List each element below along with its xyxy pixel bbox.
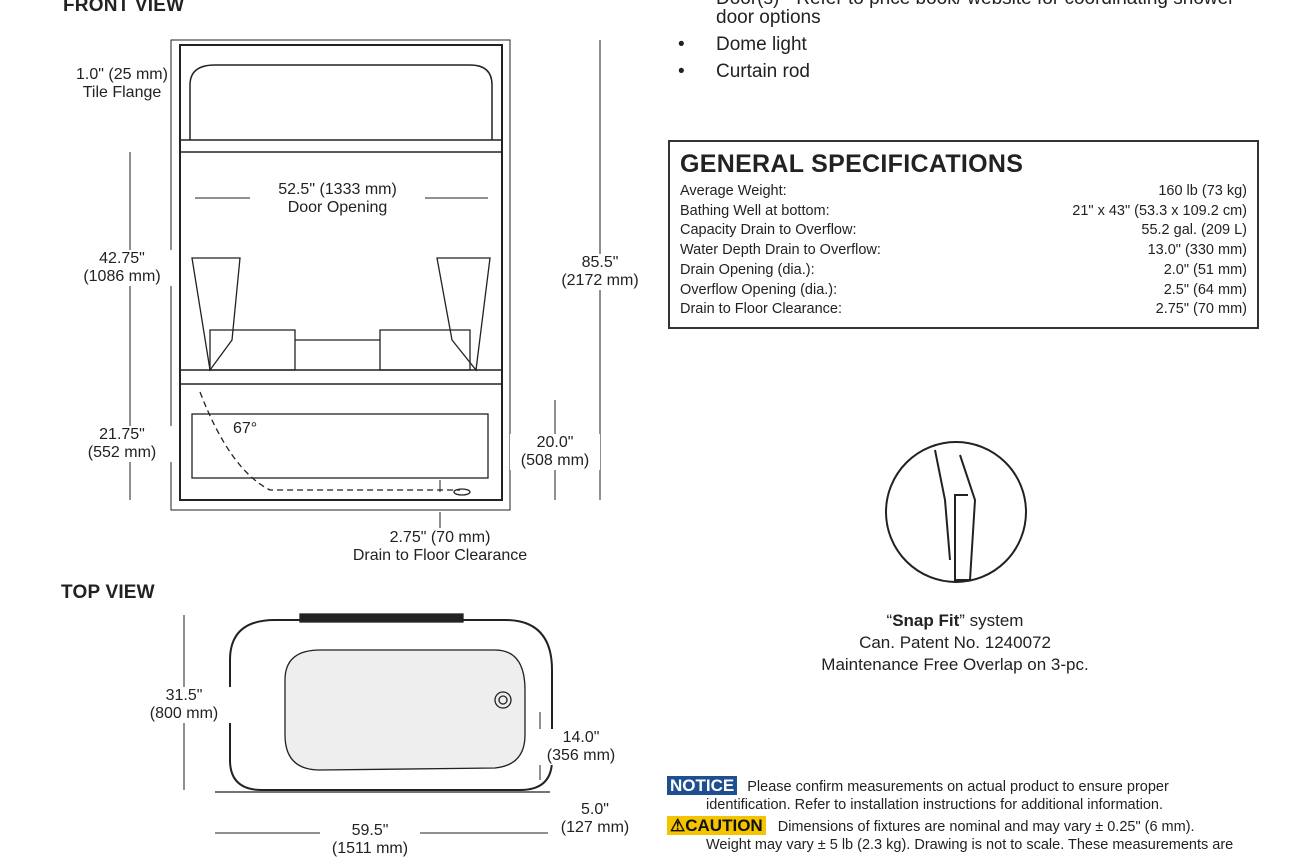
- spec-value: 2.75" (70 mm): [1155, 301, 1247, 318]
- spec-value: 160 lb (73 kg): [1158, 183, 1247, 199]
- dim-metric: (127 mm): [560, 819, 630, 836]
- spec-label: Drain Opening (dia.):: [680, 261, 815, 278]
- spec-value: 2.0" (51 mm): [1163, 261, 1247, 278]
- dim-label: Door Opening: [287, 199, 388, 216]
- dim-value: 14.0": [562, 729, 600, 746]
- caution-label: CAUTION: [685, 816, 763, 835]
- spec-value: 21" x 43" (53.3 x 109.2 cm): [1072, 202, 1247, 219]
- feature-text: Dome light: [716, 34, 807, 55]
- dim-metric: (508 mm): [520, 452, 590, 469]
- caution-text: Dimensions of fixtures are nominal and m…: [777, 819, 1195, 835]
- spec-label: Overflow Opening (dia.):: [680, 281, 838, 298]
- notice-block: NOTICE Please confirm measurements on ac…: [667, 776, 1307, 814]
- spec-label: Capacity Drain to Overflow:: [680, 222, 857, 239]
- snap-fit-description: Maintenance Free Overlap on 3-pc.: [821, 655, 1089, 674]
- dim-metric: (2172 mm): [561, 272, 639, 289]
- bullet-icon: •: [678, 0, 685, 10]
- snap-fit-detail-drawing: [885, 441, 1027, 583]
- snap-fit-title: “Snap Fit” system: [790, 610, 1120, 632]
- dim-value: 85.5": [581, 254, 619, 271]
- spec-row: Drain Opening (dia.): 2.0" (51 mm): [680, 261, 1247, 281]
- bullet-icon: •: [678, 34, 685, 55]
- general-specifications-table: GENERAL SPECIFICATIONS Average Weight: 16…: [668, 140, 1259, 329]
- top-view-drawing: [183, 613, 553, 834]
- dim-label: Tile Flange: [82, 84, 162, 101]
- caution-block: ⚠CAUTION Dimensions of fixtures are nomi…: [667, 816, 1312, 854]
- apron-height-dimension: 20.0" (508 mm): [510, 434, 600, 470]
- spec-value: 2.5" (64 mm): [1163, 281, 1247, 298]
- snap-fit-name: Snap Fit: [892, 611, 960, 630]
- quote: “: [886, 611, 893, 630]
- notice-text-continued: identification. Refer to installation in…: [706, 797, 1163, 813]
- dim-metric: (800 mm): [149, 705, 219, 722]
- dim-metric: (552 mm): [87, 444, 157, 461]
- dim-value: 2.75" (70 mm): [389, 529, 491, 546]
- spec-label: Bathing Well at bottom:: [680, 202, 830, 219]
- spec-row: Water Depth Drain to Overflow: 13.0" (330…: [680, 241, 1247, 261]
- tile-flange-dimension: 1.0" (25 mm) Tile Flange: [58, 66, 186, 102]
- specs-title: GENERAL SPECIFICATIONS: [680, 150, 1024, 178]
- dim-value: 52.5" (1333 mm): [278, 181, 397, 198]
- lower-height-dimension: 21.75" (552 mm): [72, 426, 172, 462]
- caution-badge: ⚠CAUTION: [667, 816, 766, 835]
- spec-value: 13.0" (330 mm): [1147, 242, 1247, 259]
- spec-value: 55.2 gal. (209 L): [1141, 222, 1247, 239]
- feature-text: Curtain rod: [716, 61, 810, 82]
- spec-row: Capacity Drain to Overflow: 55.2 gal. (20…: [680, 221, 1247, 241]
- caution-text-continued: Weight may vary ± 5 lb (2.3 kg). Drawing…: [706, 837, 1234, 853]
- spec-row: Overflow Opening (dia.): 2.5" (64 mm): [680, 281, 1247, 301]
- patent-number: Can. Patent No. 1240072: [859, 633, 1051, 652]
- dim-value: 20.0": [536, 434, 574, 451]
- dim-value: 21.75": [99, 426, 145, 443]
- bottom-offset-dimension: 5.0" (127 mm): [550, 801, 640, 837]
- dim-value: 5.0": [581, 801, 609, 818]
- spec-row: Drain to Floor Clearance: 2.75" (70 mm): [680, 300, 1247, 320]
- dim-label: Drain to Floor Clearance: [352, 547, 528, 564]
- dim-metric: (356 mm): [546, 747, 616, 764]
- spec-label: Water Depth Drain to Overflow:: [680, 242, 881, 259]
- depth-dimension: 31.5" (800 mm): [136, 687, 232, 723]
- spec-row: Bathing Well at bottom: 21" x 43" (53.3 x…: [680, 202, 1247, 222]
- drain-offset-dimension: 14.0" (356 mm): [536, 729, 626, 765]
- total-height-dimension: 85.5" (2172 mm): [550, 254, 650, 290]
- top-view-heading: TOP VIEW: [61, 582, 155, 603]
- spec-label: Drain to Floor Clearance:: [680, 301, 842, 318]
- dim-value: 42.75": [99, 250, 145, 267]
- snap-fit-caption: “Snap Fit” system Can. Patent No. 124007…: [790, 610, 1120, 676]
- feature-item: • Door(s) - Refer to price book/ website …: [678, 0, 1235, 10]
- feature-text: Door(s) - Refer to price book/ website f…: [716, 0, 1235, 9]
- dim-metric: (1511 mm): [331, 840, 409, 857]
- door-opening-dimension: 52.5" (1333 mm) Door Opening: [250, 181, 425, 217]
- notice-badge: NOTICE: [667, 776, 738, 795]
- bullet-icon: •: [678, 61, 685, 82]
- front-view-drawing: [129, 39, 601, 528]
- front-view-heading: FRONT VIEW: [63, 0, 185, 16]
- feature-item: • Dome light: [678, 34, 807, 56]
- feature-item: • Curtain rod: [678, 61, 810, 83]
- snap-fit-suffix: ” system: [959, 611, 1024, 630]
- drain-clearance-dimension: 2.75" (70 mm) Drain to Floor Clearance: [330, 529, 550, 565]
- dim-value: 31.5": [165, 687, 203, 704]
- width-dimension: 59.5" (1511 mm): [320, 822, 420, 858]
- spec-label: Average Weight:: [680, 183, 787, 199]
- dim-value: 1.0" (25 mm): [76, 66, 168, 83]
- upper-height-dimension: 42.75" (1086 mm): [72, 250, 172, 286]
- dim-metric: (1086 mm): [83, 268, 161, 285]
- spec-row: Average Weight: 160 lb (73 kg): [680, 182, 1247, 202]
- warning-triangle-icon: ⚠: [670, 816, 686, 835]
- angle-label: 67°: [233, 420, 258, 437]
- feature-item-continued: door options: [716, 7, 821, 28]
- dim-value: 59.5": [351, 822, 389, 839]
- notice-text: Please confirm measurements on actual pr…: [747, 779, 1169, 795]
